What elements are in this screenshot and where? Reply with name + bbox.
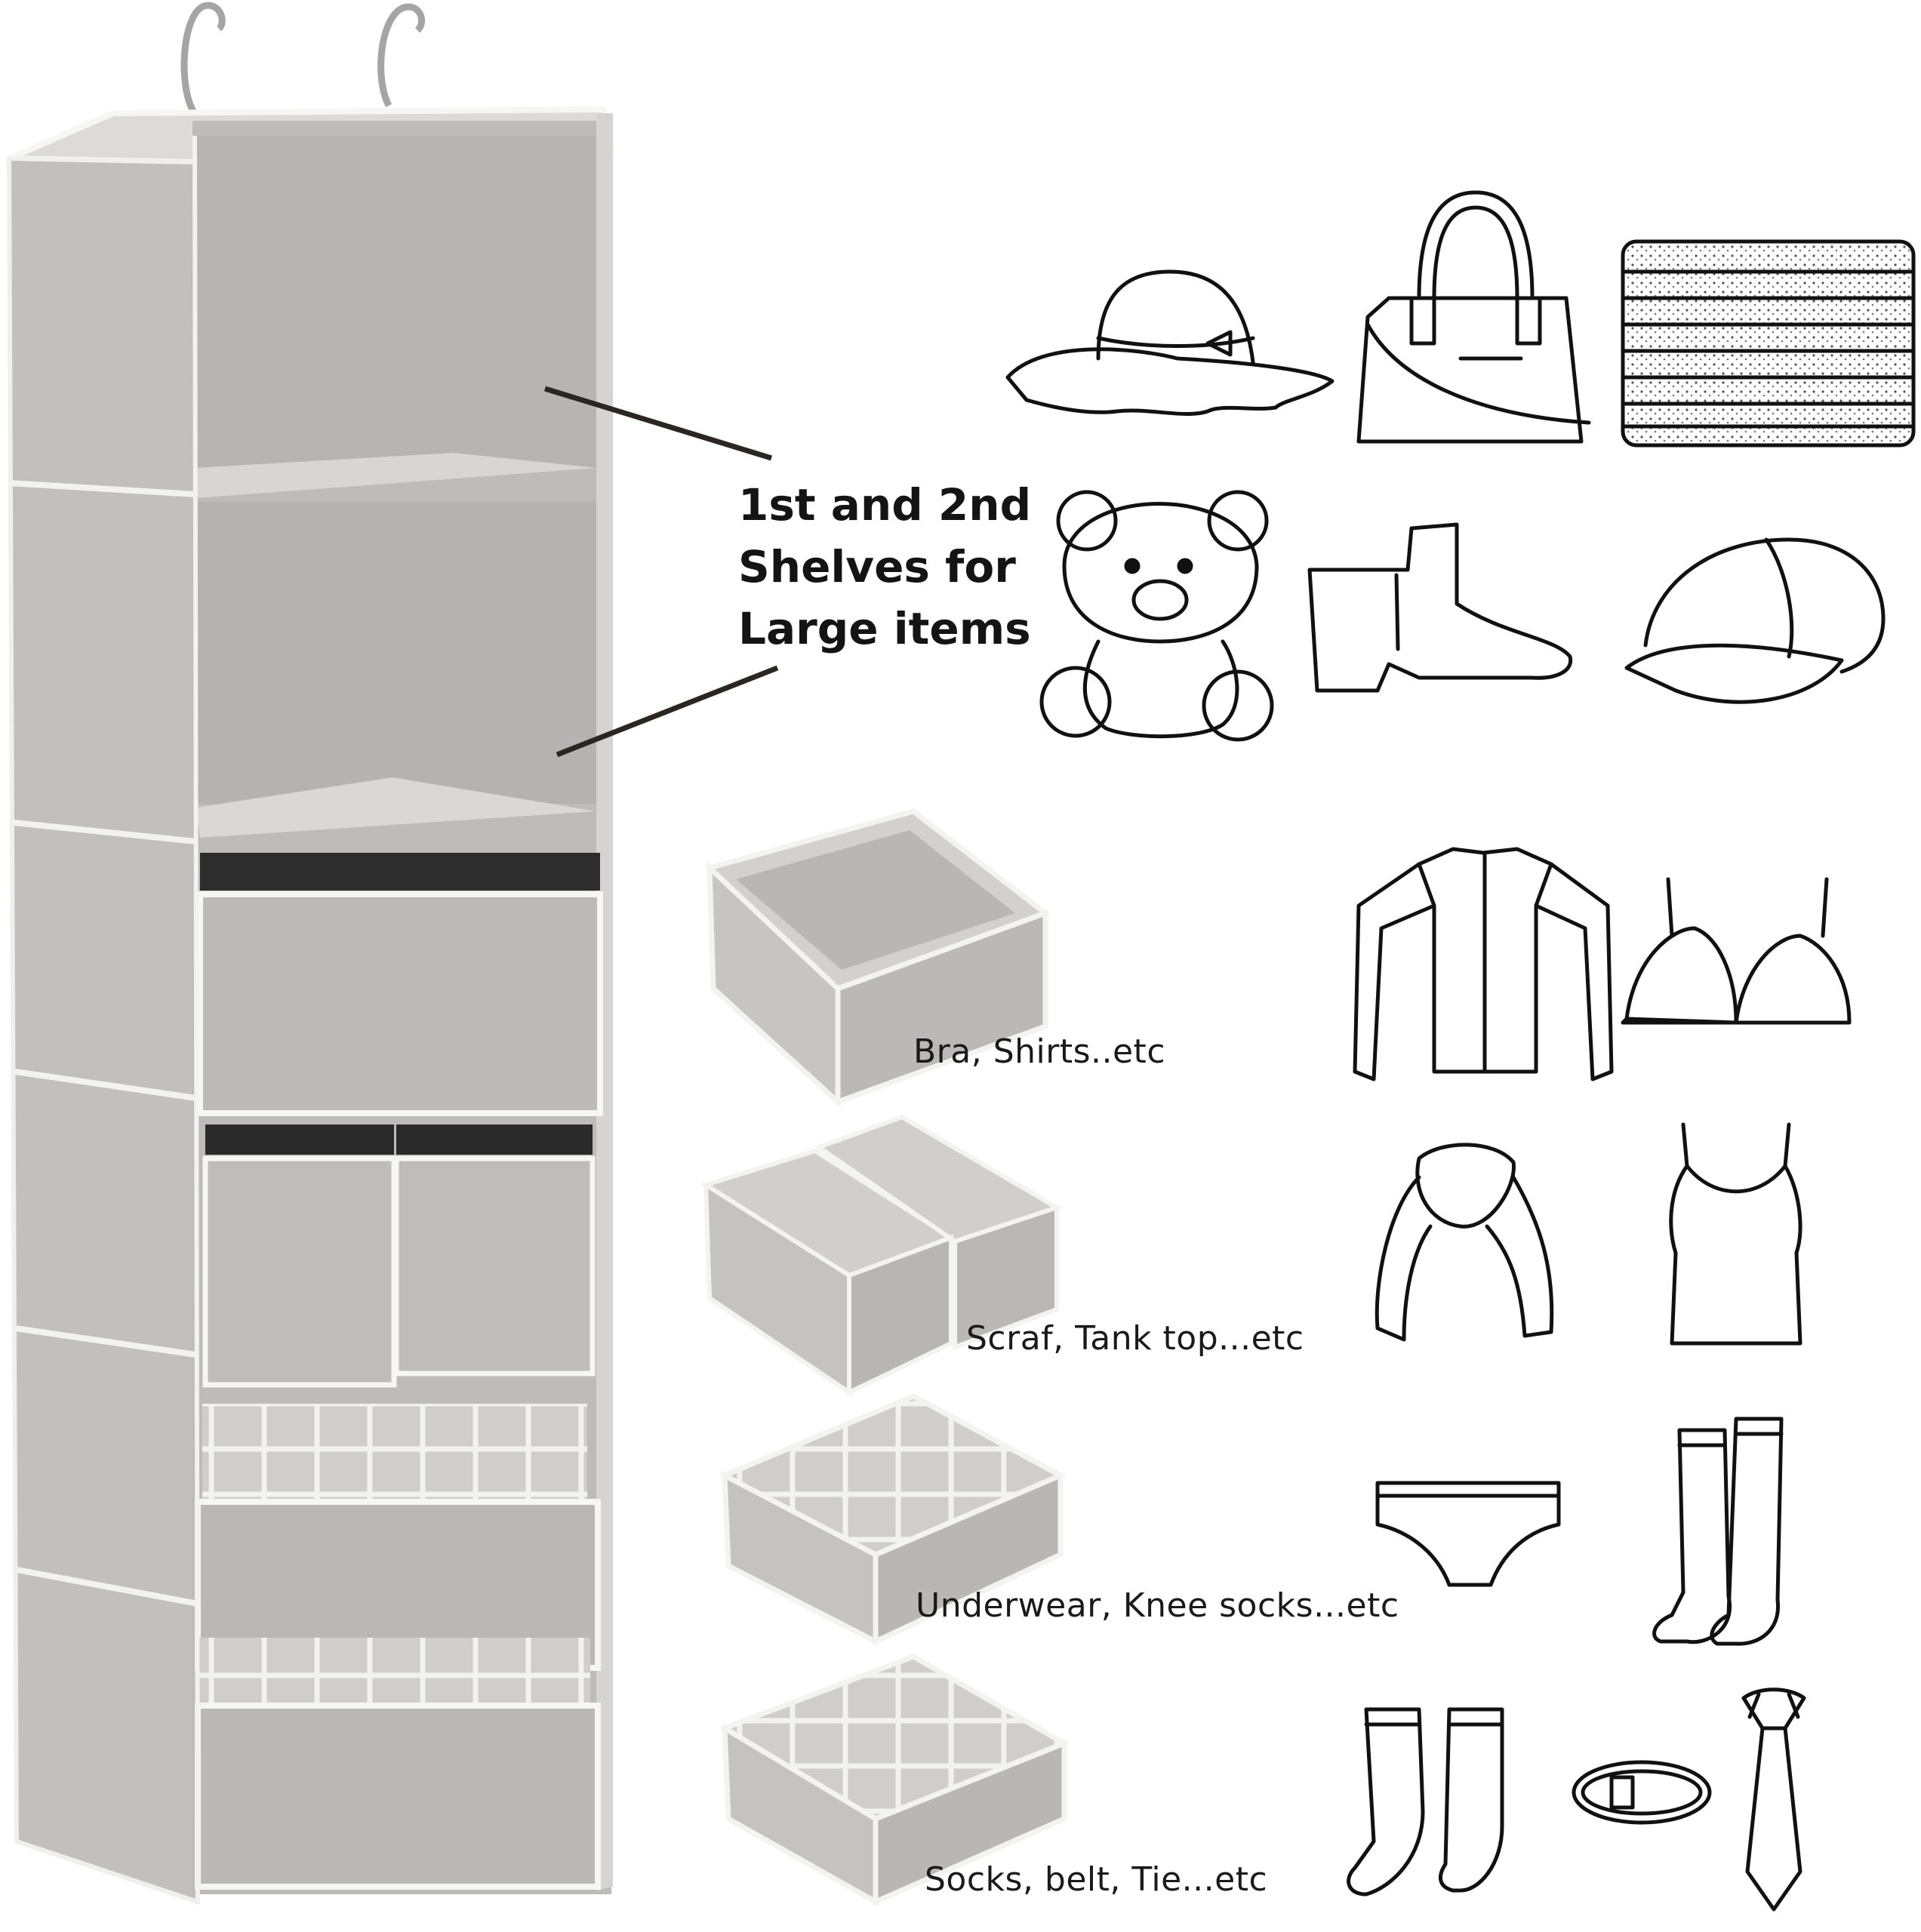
box-single: [704, 808, 1051, 1108]
socks-icon: [1347, 1707, 1504, 1897]
pointer-line-top: [543, 386, 773, 461]
headline-line-1: 1st and 2nd: [738, 479, 1032, 531]
headline-line-2: Shelves for: [738, 541, 1016, 592]
shirt-icon: [1353, 847, 1614, 1081]
caption-socks-belt-tie: Socks, belt, Tie...etc: [925, 1860, 1268, 1899]
boot-icon: [1307, 522, 1573, 693]
hanger-hook-right: [377, 3, 426, 108]
hanging-organizer: [6, 2, 615, 1906]
tank-top-icon: [1669, 1122, 1802, 1346]
handbag-icon: [1356, 190, 1591, 444]
hat-icon: [1005, 269, 1335, 417]
caption-bra-shirts: Bra, Shirts..etc: [913, 1032, 1166, 1071]
box-grid-16: [718, 1393, 1067, 1646]
shelves-headline: 1st and 2nd Shelves for Large items: [738, 474, 1055, 660]
belt-icon: [1572, 1760, 1712, 1825]
scarf-icon: [1375, 1143, 1554, 1342]
box-grid-24: [719, 1654, 1071, 1906]
box-double: [700, 1114, 1063, 1397]
hanger-hook-left: [180, 2, 226, 115]
bra-icon: [1621, 877, 1852, 1025]
cap-icon: [1624, 537, 1886, 704]
tie-icon: [1741, 1687, 1806, 1912]
underwear-icon: [1375, 1481, 1561, 1587]
teddy-bear-icon: [1039, 490, 1274, 742]
pointer-line-bottom: [556, 665, 779, 758]
caption-underwear-socks: Underwear, Knee socks...etc: [916, 1586, 1399, 1625]
caption-scarf-tank: Scraf, Tank top...etc: [966, 1319, 1304, 1358]
folded-clothes-icon: [1621, 239, 1916, 448]
headline-line-3: Large items: [738, 603, 1031, 654]
knee-socks-icon: [1652, 1417, 1784, 1646]
